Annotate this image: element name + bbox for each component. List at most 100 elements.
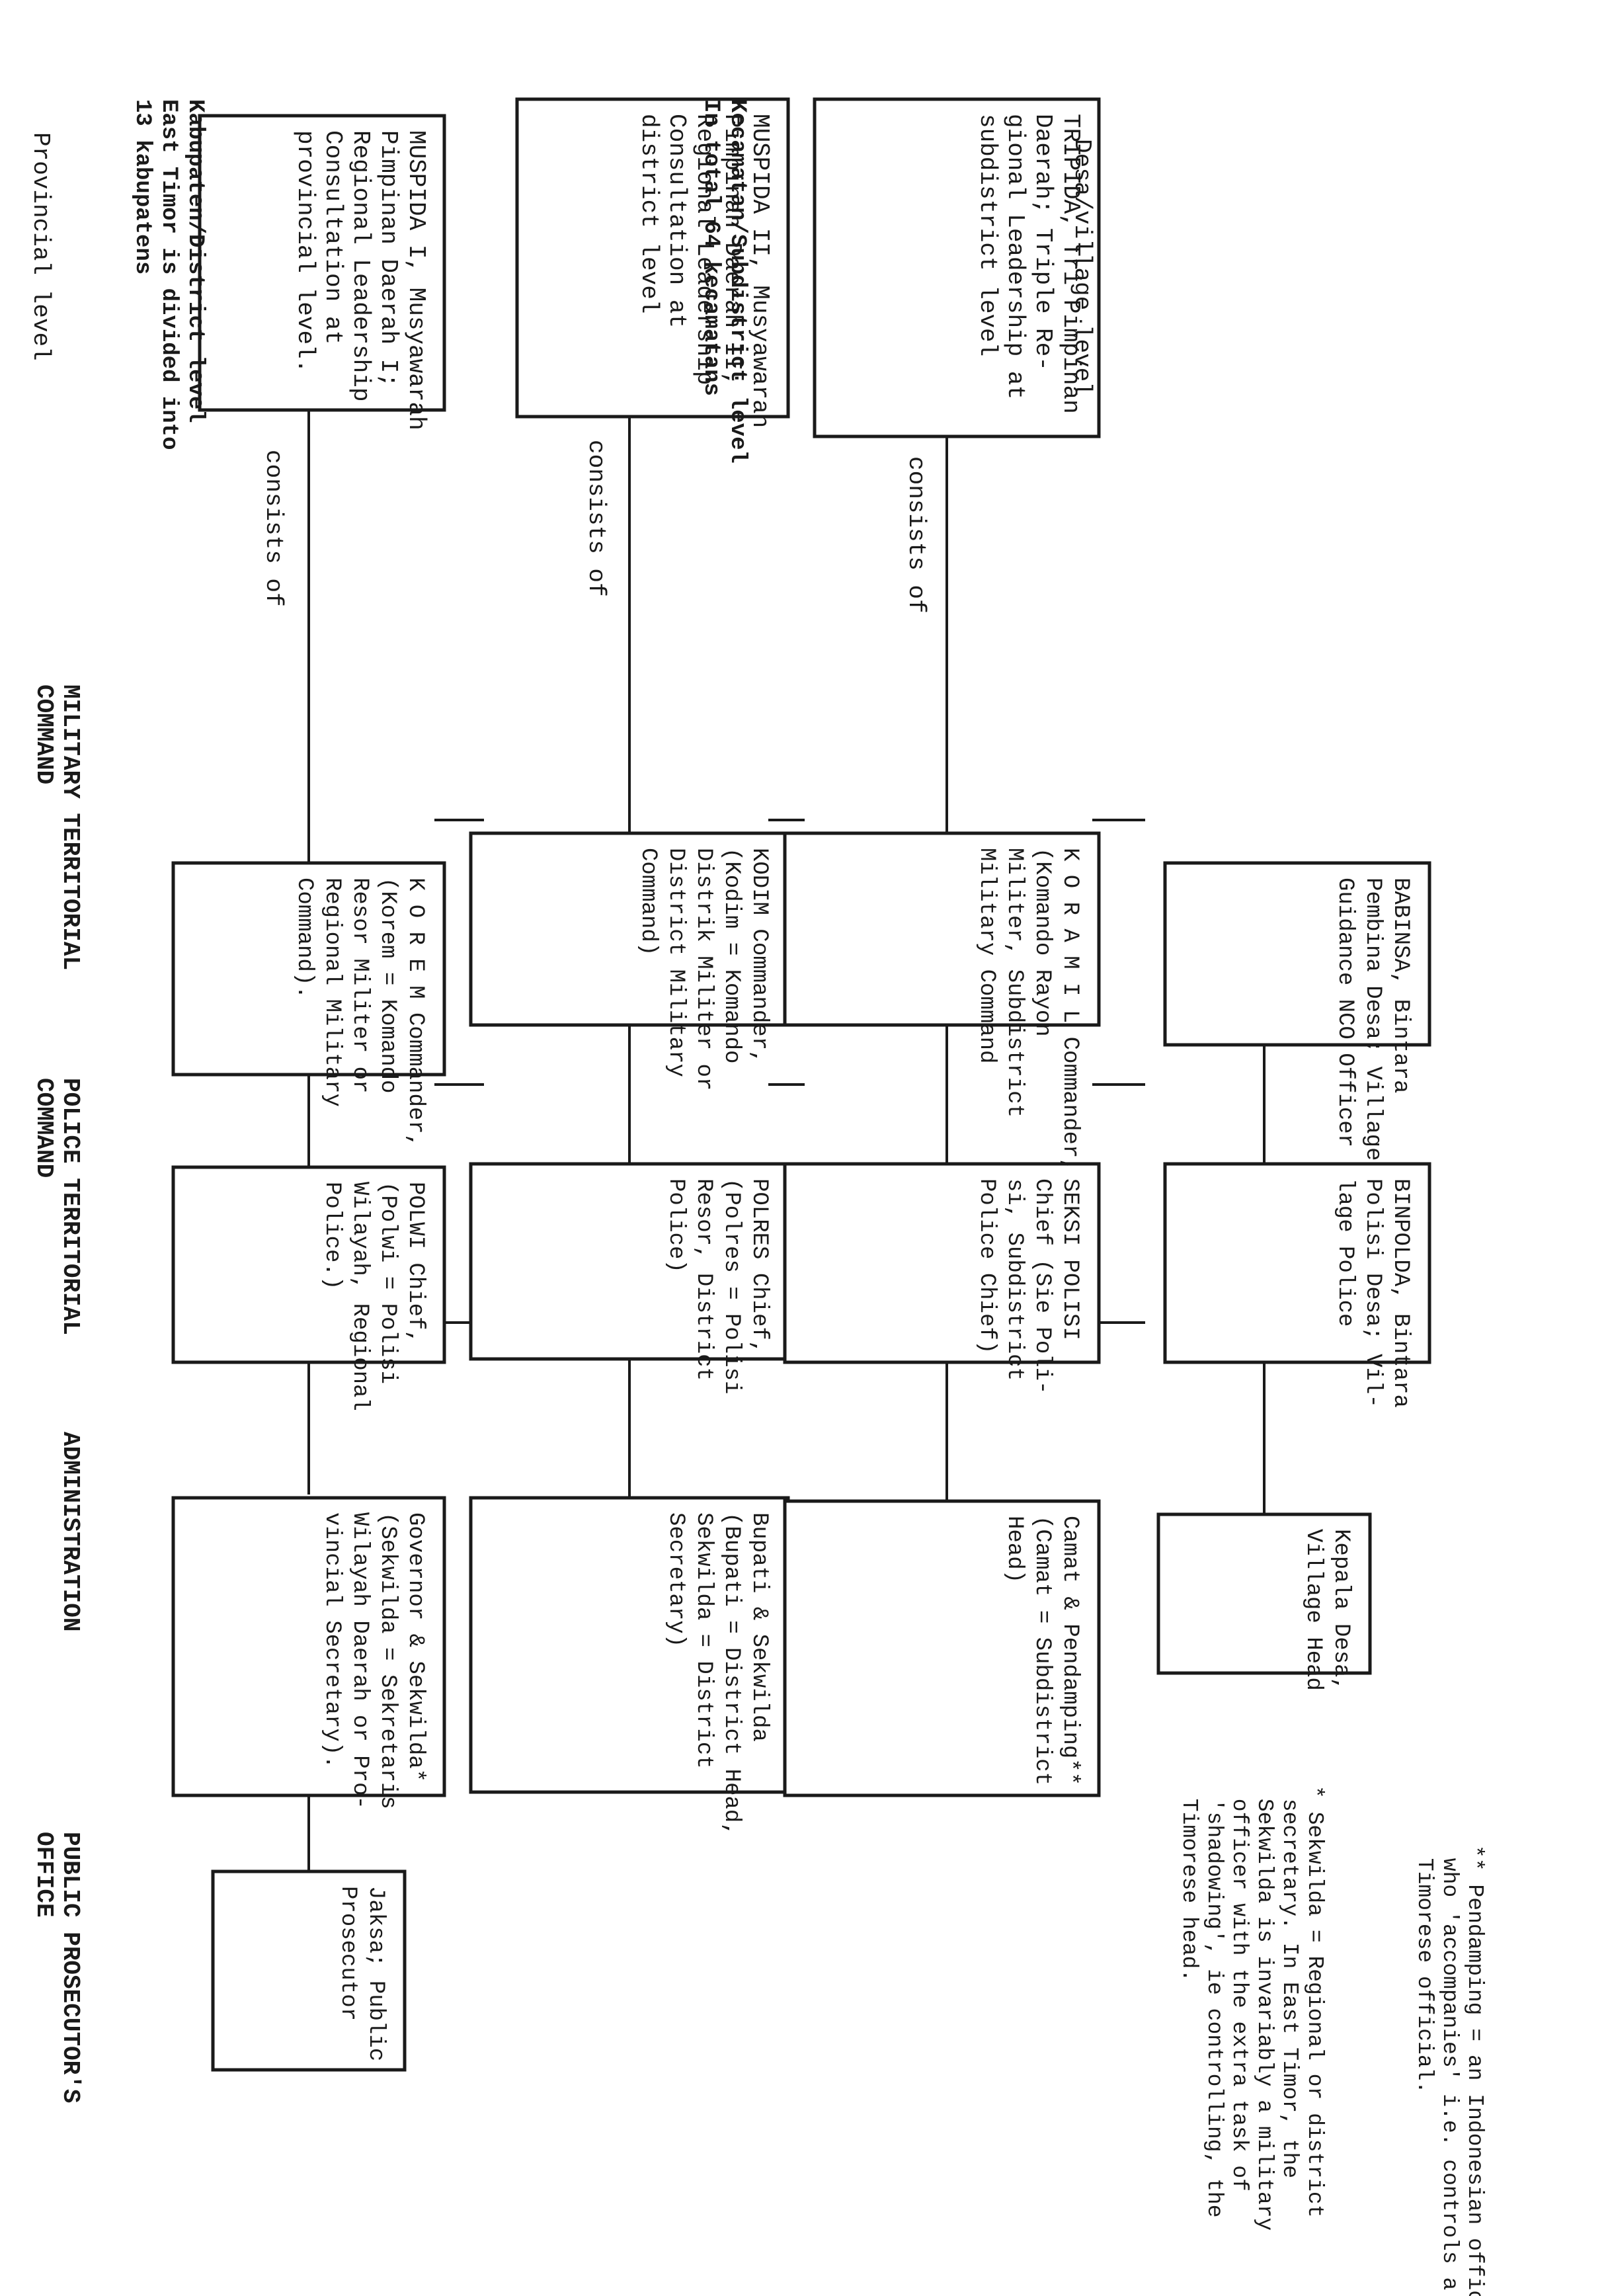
box-korem-text-line: K O R E M Commander, <box>403 878 428 1147</box>
box-babinsa-text-line: Pembina Desa; Village <box>1360 878 1385 1161</box>
box-binpolda-text-line: lage Police <box>1332 1178 1357 1327</box>
level-provincial: Provincial level <box>27 132 54 361</box>
box-camat-text: Camat & Pendamping**(Camat = Subdistrict… <box>1002 1516 1082 1785</box>
box-muspida2-text-line: Consultation at <box>663 114 690 328</box>
box-binpolda <box>1163 1162 1431 1364</box>
level-village-line: Desa/village level <box>1068 139 1096 396</box>
box-tripida-text-line: TRIPIDA, Tri Pimpinan <box>1057 114 1084 414</box>
box-tripida-text-line: Daerah; Triple Re- <box>1029 114 1057 371</box>
box-muspida2-text-line: district level <box>635 114 663 313</box>
column-prosecutor-line: OFFICE <box>30 1832 58 1918</box>
box-muspida2-text: MUSPIDA II, MusyawarahPimpinan Daerah II… <box>635 114 774 428</box>
box-seksi-text-line: SEKSI POLISI <box>1057 1178 1082 1340</box>
box-bupati-text-line: Secretary) <box>663 1512 688 1647</box>
footnote-sekwilda-line: 'shadowing', ie controlling, the <box>1202 1785 1226 2218</box>
box-tripida-text-line: gional Leadership at <box>1002 114 1029 399</box>
box-koramil <box>783 831 1101 1027</box>
footnote-pendamping-line: Timorese official. <box>1412 1845 1437 2094</box>
level-district: Kabupaten/District levelEast Timor is di… <box>130 99 208 450</box>
box-babinsa-text: BABINSA, BintaraPembina Desa; VillageGui… <box>1332 878 1413 1161</box>
box-camat-text-line: (Camat = Subdistrict <box>1029 1516 1055 1785</box>
box-tripida-text-line: subdistrict level <box>974 114 1001 356</box>
box-polwi <box>171 1165 446 1364</box>
box-kodim-text-line: (Kodim = Komando <box>719 848 744 1063</box>
box-bupati-text: Bupati & Sekwilda(Bupati = District Head… <box>663 1512 772 1836</box>
box-muspida1-text-line: Consultation at <box>319 130 346 345</box>
level-subdistrict: Kecamatan/Subdistrict levelIn total 64 k… <box>698 99 750 464</box>
consists-of-row2: consists of <box>583 440 610 597</box>
box-bupati-text-line: Bupati & Sekwilda <box>746 1512 772 1742</box>
box-muspida2-text-line: MUSPIDA II, Musyawarah <box>746 114 774 428</box>
footnote-sekwilda-line: * Sekwilda = Regional or district <box>1303 1785 1327 2218</box>
box-kodim-text-line: District Military <box>663 848 688 1077</box>
box-babinsa-text-line: BABINSA, Bintara <box>1388 878 1413 1093</box>
box-kodim-text-line: Command) <box>635 848 661 956</box>
footnote-pendamping: ** Pendamping = an Indonesian officer wh… <box>1412 1845 1487 2296</box>
box-kodim-text-line: Distrik Militer or <box>691 848 716 1090</box>
level-district-line: East Timor is divided into <box>156 99 181 450</box>
box-polres-text-line: (Polres = Polisi <box>719 1178 744 1394</box>
box-koramil-text-line: (Komando Rayon <box>1029 848 1055 1037</box>
box-binpolda-text: BINPOLDA, BintaraPolisi Desa; Vil-lage P… <box>1332 1178 1413 1408</box>
footnote-sekwilda-line: officer with the extra task of <box>1227 1785 1252 2192</box>
box-jaksa-text: Jaksa; PublicProsecutor <box>335 1886 388 2061</box>
consists-of-row2-line: consists of <box>583 440 610 597</box>
box-babinsa-text-line: Guidance NCO Officer <box>1332 878 1357 1147</box>
box-korem-text-line: (Korem = Komando <box>375 878 400 1093</box>
box-koramil-text: K O R A M I L Commander,(Komando Rayon Mi… <box>974 848 1082 1172</box>
box-polres-text: POLRES Chief,(Polres = PolisiResor, Dist… <box>663 1178 772 1394</box>
box-kodim-text: KODIM Commander,(Kodim = KomandoDistrik … <box>635 848 772 1090</box>
box-muspida2-text-line: Regional Leadership <box>691 114 718 385</box>
box-polwi-text-line: Wilayah, Regional <box>347 1182 372 1411</box>
box-governor-text-line: Governor & Sekwilda* <box>403 1512 428 1782</box>
box-korem <box>171 861 446 1077</box>
column-police-line: POLICE TERRITORIAL <box>57 1078 84 1335</box>
box-jaksa <box>211 1869 407 2072</box>
box-muspida1-text-line: Pimpinan Daerah I; <box>375 130 402 388</box>
box-seksi-text: SEKSI POLISIChief (Sie Poli-si, Subdistr… <box>974 1178 1082 1394</box>
box-governor-text-line: (Sekwilda = Sekretaris <box>375 1512 400 1809</box>
column-military-line: COMMAND <box>30 684 58 784</box>
box-jaksa-text-line: Prosecutor <box>335 1886 360 2021</box>
box-korem-text-line: Command). <box>292 878 317 999</box>
box-muspida1-text-line: provincial level. <box>292 130 319 373</box>
column-military-line: MILITARY TERRITORIAL <box>57 684 84 970</box>
box-governor-text: Governor & Sekwilda*(Sekwilda = Sekretar… <box>319 1512 428 1809</box>
box-korem-text-line: Regional Military <box>319 878 344 1107</box>
level-village: Desa/village level <box>1068 139 1096 396</box>
box-kepala <box>1156 1512 1372 1675</box>
box-polwi-text-line: POLWI Chief, <box>403 1182 428 1344</box>
consists-of-row1-line: consists of <box>260 450 287 607</box>
box-polres-text-line: POLRES Chief, <box>746 1178 772 1354</box>
box-muspida1-text-line: Regional Leadership <box>347 130 374 401</box>
level-subdistrict-line: In total 64 kecamatans <box>698 99 723 396</box>
level-subdistrict-line: Kecamatan/Subdistrict level <box>725 99 750 464</box>
box-governor <box>171 1496 446 1797</box>
level-provincial-line: Provincial level <box>27 132 54 361</box>
box-tripida <box>813 97 1101 438</box>
box-polres-text-line: Police) <box>663 1178 688 1273</box>
box-muspida1-text: MUSPIDA I, MusyawarahPimpinan Daerah I;R… <box>292 130 430 430</box>
column-police: POLICE TERRITORIALCOMMAND <box>30 1078 84 1335</box>
box-muspida2-text-line: Pimpinan Daerah II; <box>719 114 746 385</box>
column-prosecutor-line: PUBLIC PROSECUTOR'S <box>57 1832 84 2103</box>
column-administration: ADMINISTRATION <box>57 1432 84 1631</box>
box-bupati-text-line: Sekwilda = District <box>691 1512 716 1769</box>
box-governor-text-line: Wilayah Daerah or Pro- <box>347 1512 372 1809</box>
box-binpolda-text-line: BINPOLDA, Bintara <box>1388 1178 1413 1408</box>
column-police-line: COMMAND <box>30 1078 58 1178</box>
consists-of-row1: consists of <box>260 450 287 607</box>
box-seksi <box>783 1162 1101 1364</box>
box-koramil-text-line: Military Command <box>974 848 999 1063</box>
box-kepala-text-line: Village Head <box>1301 1529 1326 1691</box>
column-prosecutor: PUBLIC PROSECUTOR'SOFFICE <box>30 1832 84 2103</box>
box-seksi-text-line: Police Chief) <box>974 1178 999 1354</box>
box-seksi-text-line: Chief (Sie Poli- <box>1029 1178 1055 1394</box>
box-camat <box>783 1499 1101 1797</box>
box-kepala-text: Kepala Desa,Village Head <box>1301 1529 1353 1691</box>
box-koramil-text-line: K O R A M I L Commander, <box>1057 848 1082 1172</box>
consists-of-row3: consists of <box>903 456 930 614</box>
box-muspida2 <box>515 97 790 419</box>
box-korem-text-line: Resor Militer or <box>347 878 372 1093</box>
